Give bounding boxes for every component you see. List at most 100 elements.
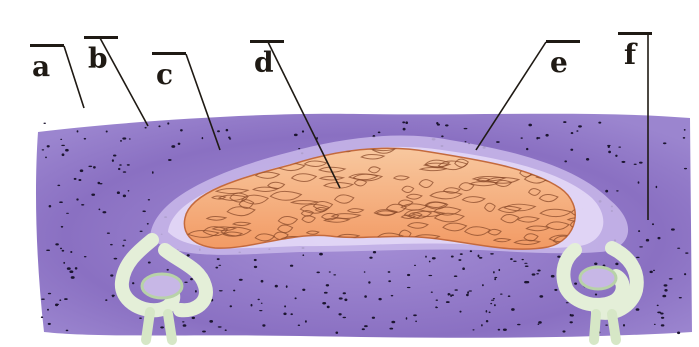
speckle: [294, 134, 298, 137]
speckle: [217, 258, 220, 260]
speckle: [46, 250, 50, 252]
speckle: [67, 267, 71, 270]
speckle: [295, 297, 297, 299]
speckle: [369, 257, 372, 259]
speckle: [517, 324, 520, 326]
speckle: [664, 284, 668, 286]
speckle: [56, 304, 59, 305]
speckle: [464, 128, 468, 129]
speckle: [168, 159, 172, 161]
speckle: [576, 130, 578, 132]
speckle: [84, 138, 86, 140]
speckle: [679, 297, 682, 298]
speckle: [570, 314, 572, 316]
speckle: [462, 267, 465, 270]
speckle: [511, 308, 515, 311]
speckle: [677, 248, 680, 249]
speckle: [522, 259, 524, 260]
speckle: [669, 278, 673, 280]
speckle: [605, 324, 608, 325]
speckle: [322, 302, 326, 304]
speckle: [364, 295, 367, 298]
speckle: [500, 293, 503, 294]
speckle: [139, 318, 142, 319]
speckle: [636, 308, 640, 311]
speckle: [262, 324, 265, 326]
speckle: [286, 285, 288, 288]
speckle: [638, 230, 640, 232]
speckle: [226, 129, 229, 132]
speckle: [429, 261, 431, 263]
speckle: [102, 211, 106, 213]
speckle: [437, 124, 440, 126]
speckle: [525, 266, 529, 267]
speckle: [407, 274, 410, 276]
speckle: [118, 168, 120, 170]
speckle: [636, 257, 640, 258]
speckle: [608, 151, 611, 154]
speckle: [219, 290, 223, 291]
speckle: [195, 290, 197, 293]
speckle: [187, 254, 190, 256]
speckle: [450, 294, 452, 297]
speckle: [391, 295, 394, 297]
speckle: [324, 292, 328, 294]
speckle: [75, 267, 78, 269]
speckle: [486, 320, 489, 322]
speckle: [120, 140, 122, 142]
speckle: [646, 239, 649, 242]
speckle: [99, 209, 101, 211]
speckle: [113, 154, 116, 156]
speckle: [261, 280, 264, 283]
speckle: [62, 250, 65, 252]
speckle: [428, 275, 432, 276]
speckle: [183, 324, 187, 327]
label-e-text: e: [550, 46, 568, 79]
speckle: [316, 272, 319, 274]
speckle: [230, 305, 232, 307]
speckle: [441, 135, 443, 137]
speckle: [652, 223, 654, 225]
speckle: [563, 121, 566, 123]
speckle: [127, 164, 130, 166]
speckle: [49, 205, 52, 207]
speckle: [407, 287, 411, 288]
speckle: [378, 132, 381, 134]
speckle: [683, 137, 686, 139]
speckle: [47, 309, 49, 311]
speckle: [661, 324, 665, 326]
speckle: [436, 300, 438, 301]
speckle: [158, 125, 160, 127]
speckle: [425, 256, 427, 258]
speckle: [452, 294, 454, 296]
speckle: [685, 252, 688, 253]
speckle: [594, 263, 597, 266]
speckle: [275, 285, 278, 288]
speckle: [454, 289, 458, 291]
speckle: [81, 204, 84, 206]
speckle: [251, 304, 253, 307]
speckle: [671, 228, 675, 230]
speckle: [167, 269, 169, 271]
speckle: [61, 145, 65, 146]
speckle: [570, 149, 573, 151]
speckle: [490, 253, 494, 254]
speckle: [107, 233, 110, 234]
speckle: [538, 323, 540, 324]
speckle: [254, 259, 257, 261]
speckle: [123, 240, 126, 241]
speckle: [415, 321, 417, 323]
speckle: [436, 307, 438, 308]
speckle: [460, 253, 463, 255]
speckle: [654, 324, 656, 325]
speckle: [259, 310, 262, 311]
speckle: [329, 271, 331, 272]
speckle: [586, 158, 589, 161]
speckle: [616, 190, 619, 191]
speckle: [498, 269, 500, 271]
speckle: [145, 127, 147, 129]
speckle: [526, 148, 528, 150]
speckle: [378, 298, 381, 300]
speckle: [657, 237, 660, 239]
speckle: [364, 325, 368, 327]
